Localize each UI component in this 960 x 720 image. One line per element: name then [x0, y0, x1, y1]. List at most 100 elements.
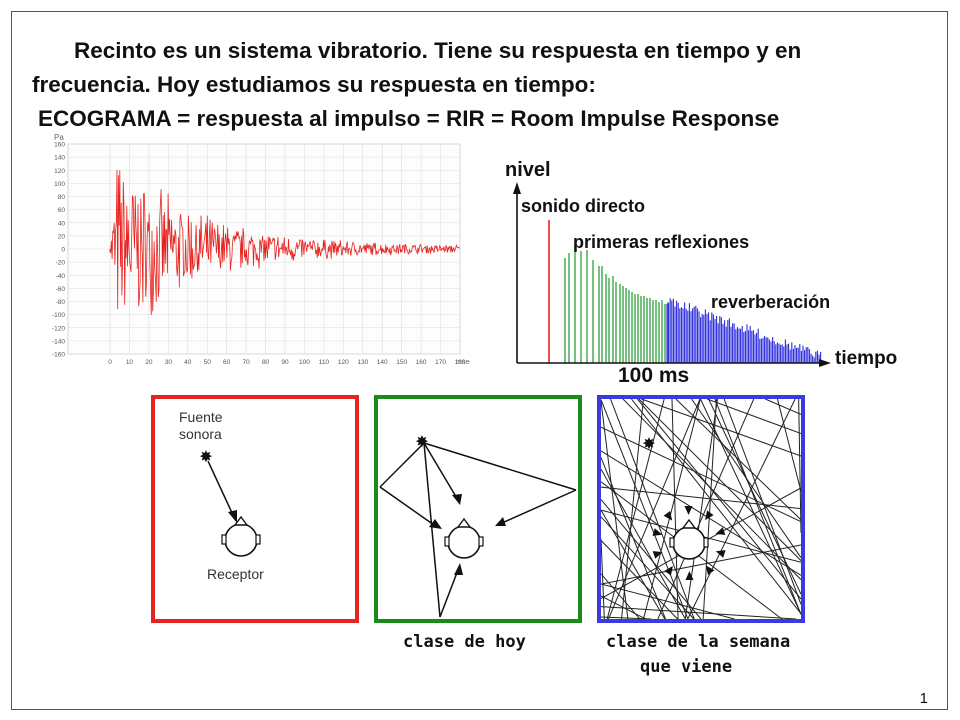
waveform-y-tick: -120: [52, 325, 65, 332]
waveform-x-tick: 50: [204, 359, 212, 365]
waveform-x-tick: 180: [455, 359, 466, 365]
waveform-y-tick: -80: [56, 299, 66, 306]
waveform-x-tick: 90: [281, 359, 289, 365]
waveform-y-tick: -20: [56, 260, 66, 267]
waveform-x-tick: 20: [145, 359, 153, 365]
waveform-x-tick: 150: [396, 359, 407, 365]
reverberation-ray: [702, 399, 717, 619]
waveform-y-tick: 160: [54, 142, 65, 149]
waveform-y-tick: 100: [54, 181, 65, 188]
svg-text:✸: ✸: [415, 434, 428, 451]
waveform-x-tick: 70: [242, 359, 250, 365]
reverberation-rays: [601, 399, 801, 619]
reverberation-arrowhead: [715, 550, 726, 558]
reverberation-ray: [642, 399, 701, 619]
waveform-x-tick: 100: [299, 359, 310, 365]
waveform-y-tick: 20: [58, 233, 66, 240]
reverberation-ray: [631, 399, 801, 614]
waveform-x-tick: 80: [262, 359, 270, 365]
reverberation-arrowhead: [715, 527, 726, 535]
reverberation-arrowhead: [652, 528, 663, 536]
sound-source-icon: ✸: [415, 434, 428, 451]
direct-ray: [207, 460, 234, 516]
reverberation-ray: [601, 538, 605, 619]
waveform-x-tick: 140: [377, 359, 388, 365]
early-reflections-label: primeras reflexiones: [573, 232, 749, 252]
reverberation-ray: [601, 583, 735, 619]
echogram-bars: [548, 220, 825, 363]
reverberation-arrowhead: [705, 510, 714, 521]
reverberation-ray: [684, 399, 718, 619]
reverberation-arrowheads: [652, 505, 726, 581]
waveform-x-tick: 10: [126, 359, 134, 365]
panel-reverberation: ✸: [597, 395, 805, 623]
echogram-y-label: nivel: [505, 159, 551, 181]
caption-next-week-2: que viene: [640, 657, 733, 677]
waveform-x-tick: 40: [184, 359, 192, 365]
waveform-y-tick: -140: [52, 338, 65, 345]
reverberation-ray: [606, 399, 665, 619]
panel-early-reflections: ✸: [374, 395, 582, 623]
waveform-y-tick: -100: [52, 312, 65, 319]
time-marker-100ms: 100 ms: [618, 364, 690, 387]
waveform-y-tick: 140: [54, 155, 65, 162]
title-line-1: Recinto es un sistema vibratorio. Tiene …: [74, 38, 802, 63]
reverberation-ray: [723, 399, 801, 605]
reverberation-arrowhead: [652, 551, 663, 559]
waveform-unit-pa: Pa: [54, 133, 64, 142]
waveform-x-tick: 120: [338, 359, 349, 365]
waveform-x-tick: 130: [357, 359, 368, 365]
waveform-x-tick: 60: [223, 359, 231, 365]
receiver-head-icon: [221, 515, 261, 557]
waveform-x-tick: 110: [319, 359, 330, 365]
impulse-response-waveform: 160 140 120 100 80 60 40 20 0 -20 -40 -60 -80 -100 -12…: [52, 133, 470, 365]
reverberation-arrowhead: [705, 565, 715, 576]
waveform-y-tick: -40: [56, 273, 66, 280]
reverberation-ray: [601, 544, 801, 585]
reflection-arrowheads: [429, 494, 506, 575]
reverberation-ray: [798, 399, 801, 533]
echogram: nivel tiempo sonido directo primeras ref…: [505, 159, 897, 369]
receiver-head-icon: [444, 517, 484, 559]
waveform-y-tick: 120: [54, 168, 65, 175]
waveform-y-tick: -160: [52, 352, 65, 359]
reverberation-ray: [638, 399, 801, 561]
panel-direct-border: [151, 395, 359, 623]
sound-source-icon: ✸: [199, 449, 212, 466]
reverberation-ray: [601, 426, 801, 523]
direct-sound-label: sonido directo: [521, 196, 645, 216]
reverberation-ray: [601, 516, 695, 619]
reverberation-ray: [601, 606, 797, 619]
page-number: 1: [919, 690, 928, 707]
waveform-x-tick: 0: [108, 359, 112, 365]
reverberation-ray: [601, 595, 646, 619]
reverberation-ray: [765, 399, 801, 415]
waveform-y-tick: 40: [58, 220, 66, 227]
reverberation-arrowhead: [664, 565, 673, 576]
reverberation-ray: [714, 399, 801, 615]
reverberation-ray: [708, 399, 801, 595]
reverberation-arrowhead: [684, 505, 693, 516]
reverberation-ray: [622, 399, 801, 580]
receiver-head-icon: [669, 518, 709, 560]
waveform-unit-msec: msec: [456, 359, 470, 365]
panel-early-border: [374, 395, 582, 623]
waveform-y-tick: -60: [56, 286, 66, 293]
svg-text:✸: ✸: [199, 449, 212, 466]
reverberation-ray: [621, 399, 644, 619]
waveform-trace: [109, 169, 461, 316]
echogram-x-arrow: [819, 359, 831, 367]
title-line-2: frecuencia. Hoy estudiamos su respuesta …: [32, 72, 596, 97]
reverberation-ray: [637, 399, 801, 600]
waveform-x-tick: 170: [435, 359, 446, 365]
reverberation-arrowhead: [663, 510, 673, 521]
echogram-y-arrow: [513, 182, 521, 194]
panel-reverb-border: [597, 395, 805, 623]
direct-ray-arrow: [228, 510, 237, 523]
reverberation-ray: [601, 401, 629, 619]
caption-today: clase de hoy: [403, 632, 526, 652]
waveform-y-axis: 160140120100806040200-20-40-60-80-100-12…: [52, 142, 65, 359]
reverberation-label: reverberación: [711, 292, 830, 312]
reverberation-ray: [601, 457, 666, 619]
